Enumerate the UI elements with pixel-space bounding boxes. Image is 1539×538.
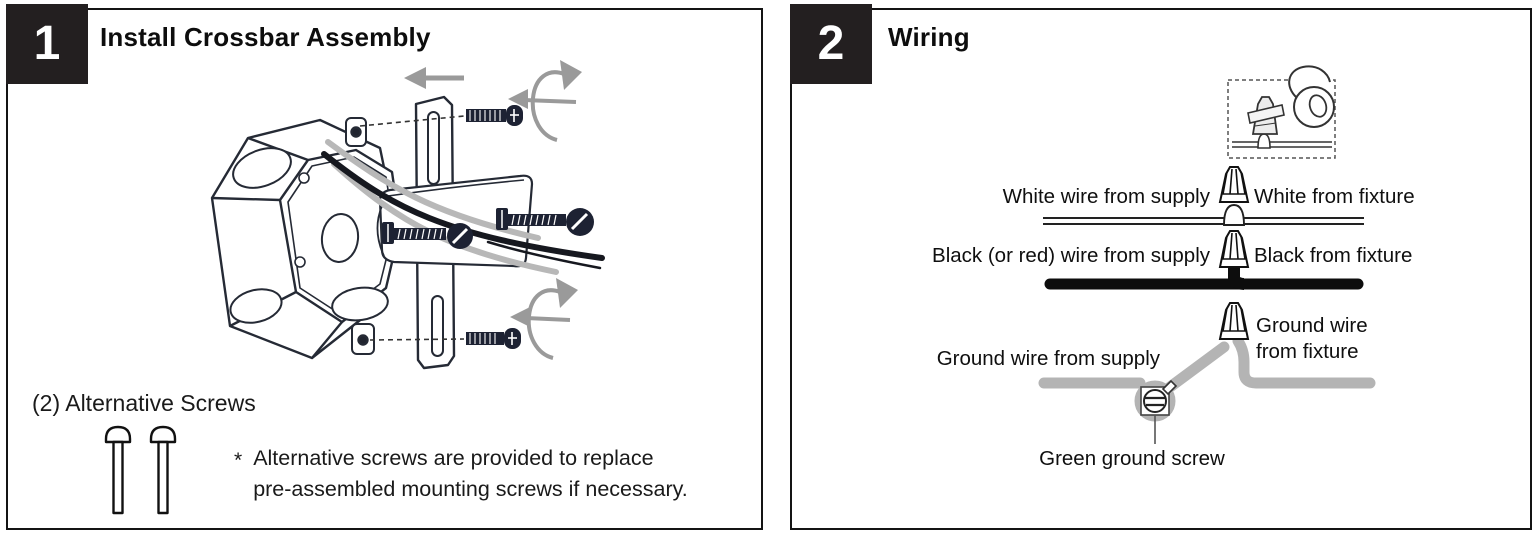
mounting-screw-icon	[369, 328, 521, 349]
rotation-arrow-icon	[510, 278, 578, 360]
label-ground-fixture-line-2: from fixture	[1256, 340, 1359, 363]
wire-nut-taping-inset	[1227, 65, 1336, 159]
label-ground-from-fixture: Ground wire from fixture	[1256, 313, 1416, 365]
wire-junction	[1257, 133, 1271, 149]
label-ground-fixture-line-1: Ground wire	[1256, 314, 1368, 337]
panel-title: Install Crossbar Assembly	[100, 22, 431, 52]
footnote-text: Alternative screws are provided to repla…	[253, 443, 688, 505]
alternative-screws-label: (2) Alternative Screws	[32, 390, 256, 416]
ground-screw-icon	[1140, 379, 1178, 444]
footnote-line-2: pre-assembled mounting screws if necessa…	[253, 477, 688, 501]
label-black-wire-supply: Black (or red) wire from supply	[932, 244, 1210, 267]
step-number-box: 2	[790, 4, 872, 84]
alternative-screws-icon	[104, 425, 177, 515]
panel-wiring: 2 Wiring White wire from supply White fr…	[790, 4, 1532, 530]
wire-nut-icon	[1247, 96, 1285, 135]
bracket-screw-icon	[496, 208, 594, 236]
wire-nut-icon	[1218, 166, 1250, 203]
label-white-wire-supply: White wire from supply	[1002, 185, 1210, 208]
crossbar-assembly-illustration	[104, 60, 605, 515]
label-black-from-fixture: Black from fixture	[1254, 244, 1413, 267]
footnote: * Alternative screws are provided to rep…	[234, 443, 688, 505]
wiring-diagram	[1038, 65, 1376, 444]
white-wire	[1043, 204, 1364, 226]
bracket-screw-icon	[382, 222, 473, 249]
label-green-ground-screw: Green ground screw	[1039, 447, 1225, 470]
panel-install-crossbar: 1 Install Crossbar Assembly (2) Alternat…	[6, 4, 763, 530]
label-white-from-fixture: White from fixture	[1254, 185, 1415, 208]
octagon-junction-box-icon	[210, 117, 402, 360]
wire-nut-icon	[1218, 302, 1250, 340]
step-number: 2	[817, 17, 845, 70]
footnote-marker: *	[234, 449, 243, 472]
rotation-arrow-icon	[508, 60, 582, 142]
footnote-line-1: Alternative screws are provided to repla…	[253, 446, 654, 470]
step-number: 1	[33, 17, 61, 70]
panel-title: Wiring	[888, 22, 970, 52]
electrical-tape-roll-icon	[1288, 65, 1335, 128]
label-ground-wire-supply: Ground wire from supply	[936, 347, 1160, 370]
mounting-screw-icon	[359, 105, 523, 127]
wire-nut-icon	[1218, 230, 1250, 268]
direction-arrow-icon	[404, 67, 464, 89]
black-wire	[1044, 262, 1364, 290]
step-number-box: 1	[6, 4, 88, 84]
